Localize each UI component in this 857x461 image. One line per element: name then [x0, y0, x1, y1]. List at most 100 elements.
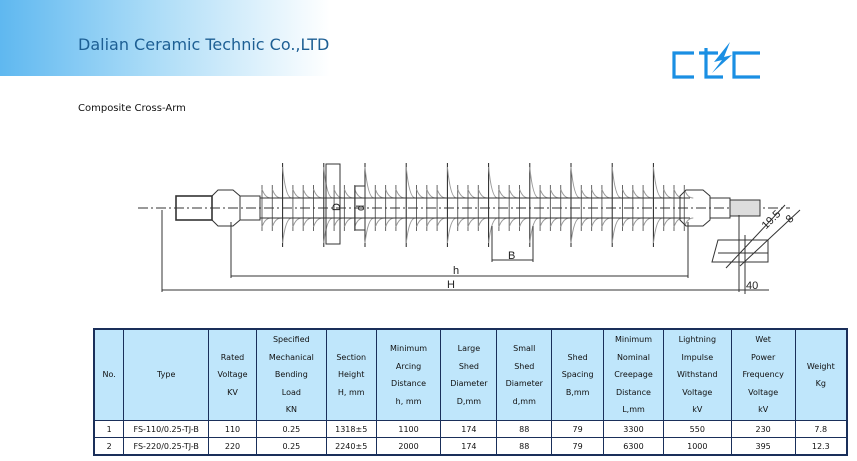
shed-profile	[611, 166, 622, 244]
table-cell: 2	[93, 437, 125, 456]
column-header-line: Rated	[220, 352, 245, 362]
column-header-line: Shed	[458, 361, 479, 371]
column-header-line: H, mm	[337, 387, 365, 397]
column-header-line: h, mm	[395, 396, 422, 406]
header-banner	[0, 0, 330, 76]
column-header-line: Withstand	[677, 370, 718, 380]
column-header-line: B,mm	[565, 387, 590, 397]
table-cell: 12.3	[794, 437, 848, 456]
column-header-line: KN	[285, 405, 297, 415]
table-cell: 3300	[603, 420, 664, 438]
H-dimension	[161, 210, 769, 292]
table-cell: 79	[551, 437, 605, 456]
column-header-line: Voltage	[217, 370, 248, 380]
column-header-line: kV	[692, 405, 703, 415]
column-header-line: Creepage	[614, 370, 653, 380]
column-header: Type	[123, 328, 210, 421]
column-header-line: Diameter	[505, 379, 543, 388]
column-header-line: Weight	[806, 361, 835, 371]
table-cell: 174	[440, 437, 498, 456]
column-header-line: Diameter	[450, 379, 488, 388]
column-header-line: Arcing	[395, 361, 422, 371]
table-cell: 174	[440, 420, 498, 438]
column-header-line: Voltage	[682, 387, 713, 397]
label-h: h	[453, 265, 459, 277]
column-header-line: Wet	[755, 335, 771, 345]
column-header-line: L,mm	[622, 405, 645, 415]
product-title: Composite Cross-Arm	[78, 103, 186, 114]
table-cell: 2000	[375, 437, 442, 456]
column-header-line: No.	[102, 370, 116, 380]
table-cell: 0.25	[255, 420, 327, 438]
company-name: Dalian Ceramic Technic Co.,LTD	[78, 35, 330, 54]
column-header-line: Small	[513, 344, 536, 353]
column-header-line: Distance	[391, 379, 427, 388]
column-header-line: Bending	[274, 370, 308, 380]
B-dimension	[491, 226, 534, 262]
column-header-line: Impulse	[681, 352, 714, 362]
table-cell: 1000	[662, 437, 732, 456]
shed-profile	[282, 166, 292, 244]
ctc-logo	[672, 42, 760, 79]
column-header-line: Shed	[514, 361, 535, 371]
table-cell: 1	[93, 420, 125, 438]
table-cell: FS-220/0.25-TJ-B	[123, 437, 210, 456]
column-header-line: Spacing	[561, 370, 594, 380]
shed-profile	[405, 166, 416, 244]
large-shed-D-marker	[325, 163, 341, 245]
column-header-line: Shed	[567, 352, 588, 362]
small-shed-d-marker	[354, 185, 366, 231]
table-cell: 220	[208, 437, 257, 456]
label-B: B	[508, 250, 515, 262]
column-header-line: Nominal	[616, 352, 651, 362]
table-cell: 88	[496, 420, 553, 438]
column-header-line: Specified	[272, 335, 310, 345]
column-header: No.	[93, 328, 125, 421]
column-header-line: Type	[157, 370, 176, 380]
column-header-line: Mechanical	[268, 352, 314, 362]
column-header-line: Minimum	[614, 335, 653, 345]
label-d: d	[355, 205, 367, 211]
column-header-line: D,mm	[456, 396, 482, 406]
column-header-line: Height	[337, 370, 365, 380]
shed-profile	[488, 166, 498, 244]
column-header-line: Frequency	[742, 370, 784, 380]
column-header-line: Section	[336, 352, 367, 362]
column-header-line: Load	[281, 387, 301, 397]
column-header-line: Minimum	[390, 344, 428, 353]
shed-profile	[446, 166, 457, 244]
table-cell: 7.8	[794, 420, 848, 438]
column-header-line: Kg	[815, 379, 826, 388]
end-detail	[711, 204, 801, 294]
table-cell: 230	[730, 420, 796, 438]
shed-profile	[683, 188, 694, 228]
table-cell: 1318±5	[325, 420, 377, 438]
column-header-line: d,mm	[512, 396, 536, 406]
table-cell: 1100	[375, 420, 442, 438]
table-cell: 110	[208, 420, 257, 438]
table-cell: 88	[496, 437, 553, 456]
h-dimension	[230, 222, 689, 278]
column-header-line: Distance	[615, 387, 651, 397]
table-cell: 550	[662, 420, 732, 438]
cross-arm-drawing: D d B h H 40 19.5 8	[138, 163, 801, 294]
column-header-line: Lightning	[678, 335, 717, 345]
shed-profile	[570, 166, 581, 244]
table-cell: 6300	[603, 437, 664, 456]
table-cell: 395	[730, 437, 796, 456]
column-header-line: Power	[751, 352, 776, 362]
table-cell: 0.25	[255, 437, 327, 456]
label-D: D	[331, 203, 343, 211]
